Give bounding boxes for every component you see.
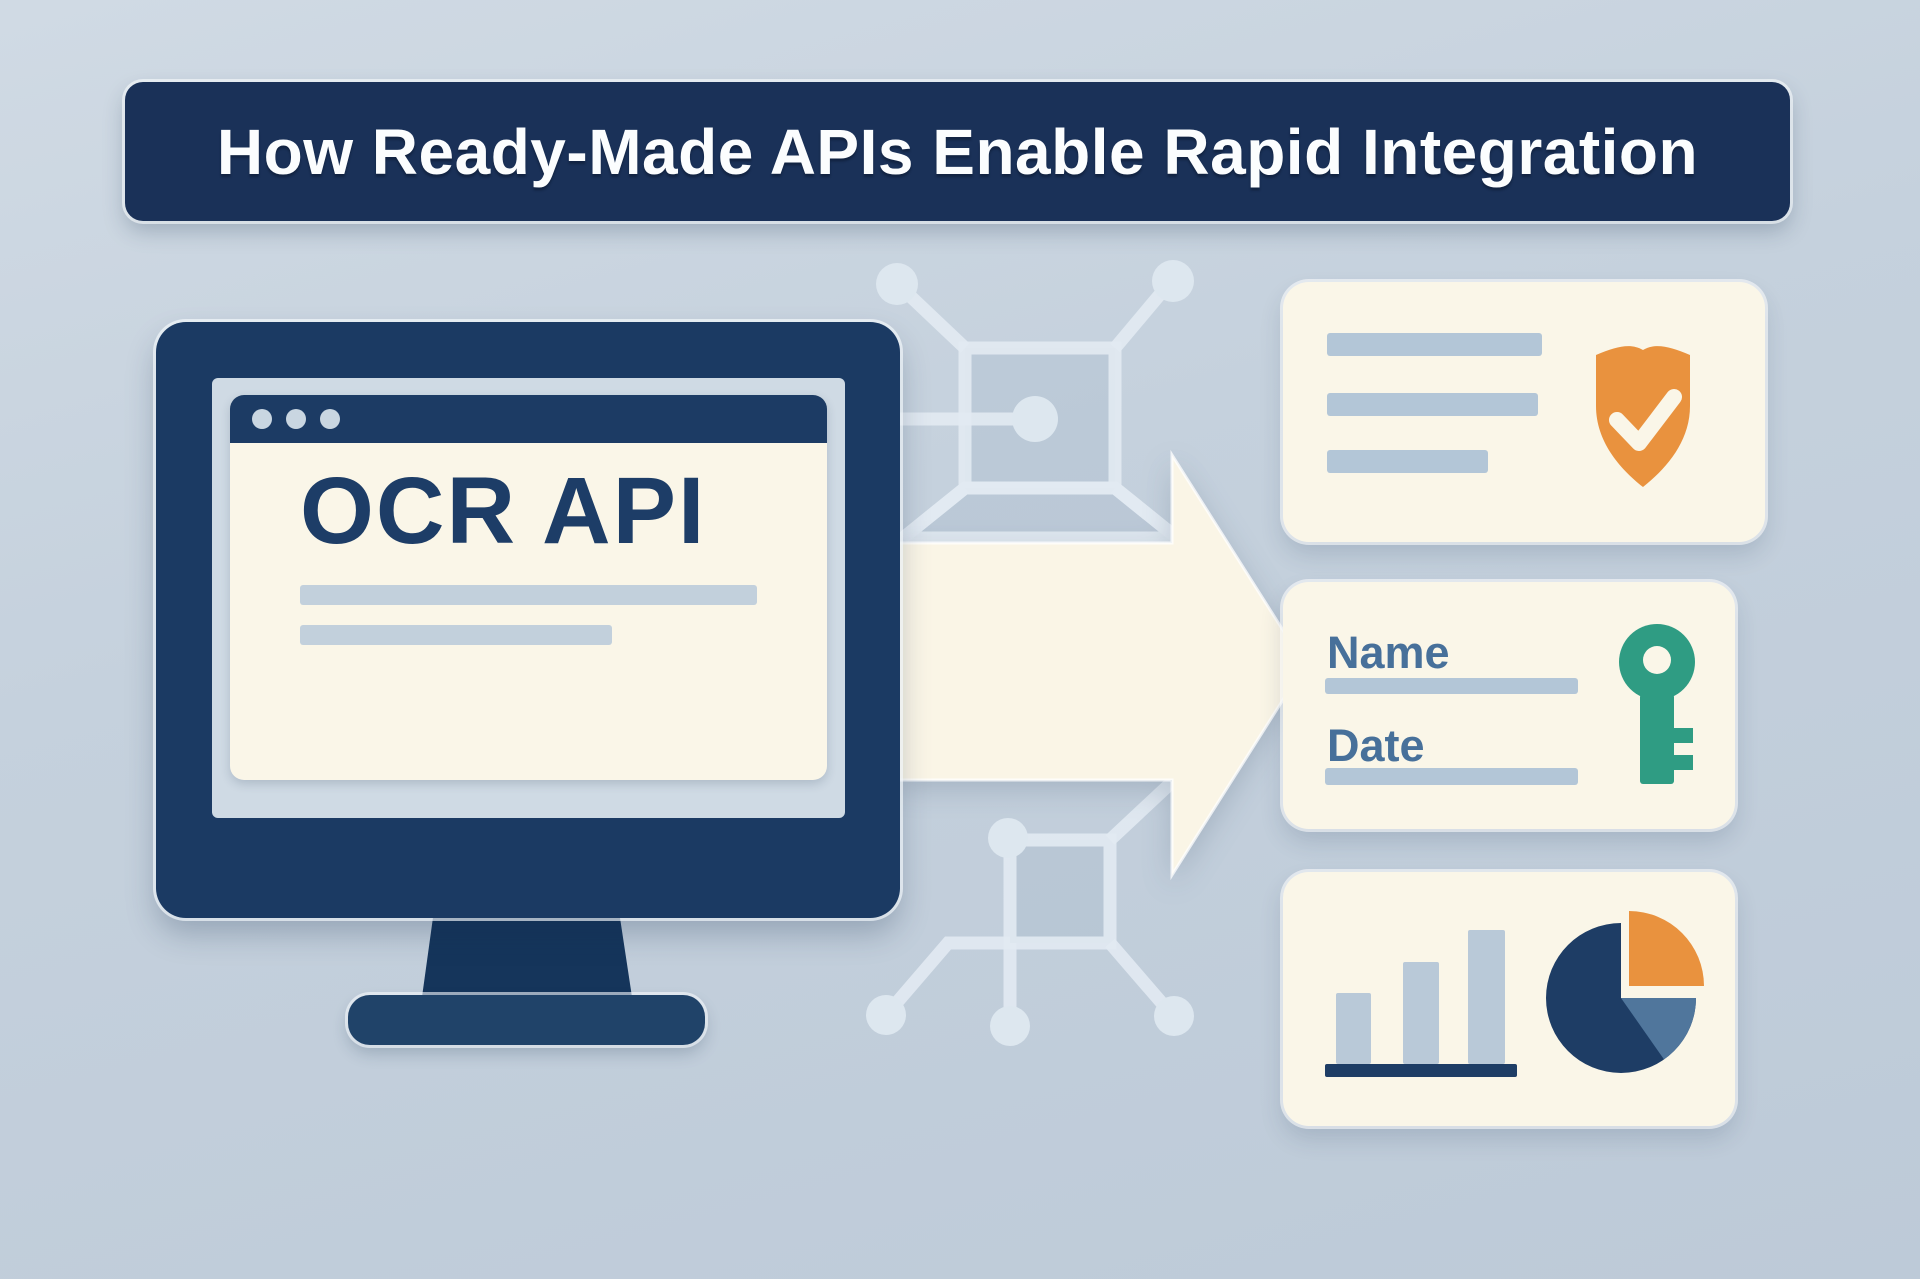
integration-arrow-icon <box>896 449 1307 881</box>
ocr-api-label: OCR API <box>300 458 707 564</box>
page-title: How Ready-Made APIs Enable Rapid Integra… <box>216 115 1699 188</box>
network-node-icon <box>1012 396 1058 442</box>
chart-baseline <box>1325 1064 1517 1077</box>
monitor-screen: OCR API <box>212 378 845 818</box>
monitor-stand-base <box>348 995 705 1045</box>
text-placeholder-line <box>1327 333 1542 356</box>
browser-titlebar <box>230 395 827 443</box>
network-decoration-bottom <box>866 777 1194 1046</box>
network-node-icon <box>876 263 918 305</box>
network-node-icon <box>1154 996 1194 1036</box>
network-node-icon <box>866 995 906 1035</box>
window-dot-icon <box>286 409 306 429</box>
bar <box>1468 930 1505 1064</box>
monitor: OCR API <box>156 322 900 918</box>
name-field-label: Name <box>1327 627 1450 678</box>
name-field-underline <box>1325 678 1578 694</box>
text-placeholder-line <box>300 625 612 645</box>
card-verified-document <box>1283 282 1765 542</box>
date-field-underline <box>1325 768 1578 785</box>
window-dot-icon <box>252 409 272 429</box>
key-icon <box>1619 624 1695 784</box>
monitor-stand-neck <box>422 918 632 997</box>
bar <box>1336 993 1371 1064</box>
window-dot-icon <box>320 409 340 429</box>
browser-window: OCR API <box>230 395 827 780</box>
text-placeholder-line <box>1327 450 1488 473</box>
network-node-icon <box>1152 260 1194 302</box>
shield-check-icon <box>1596 346 1690 487</box>
card-analytics <box>1283 872 1735 1126</box>
pie-chart-icon <box>1546 911 1704 1073</box>
title-banner: How Ready-Made APIs Enable Rapid Integra… <box>125 82 1790 221</box>
network-node-icon <box>990 1006 1030 1046</box>
date-field-label: Date <box>1327 720 1425 771</box>
text-placeholder-line <box>300 585 757 605</box>
network-node-icon <box>988 818 1028 858</box>
network-decoration-top <box>876 260 1196 545</box>
text-placeholder-line <box>1327 393 1538 416</box>
card-extracted-fields: Name Date <box>1283 582 1735 829</box>
bar <box>1403 962 1439 1064</box>
